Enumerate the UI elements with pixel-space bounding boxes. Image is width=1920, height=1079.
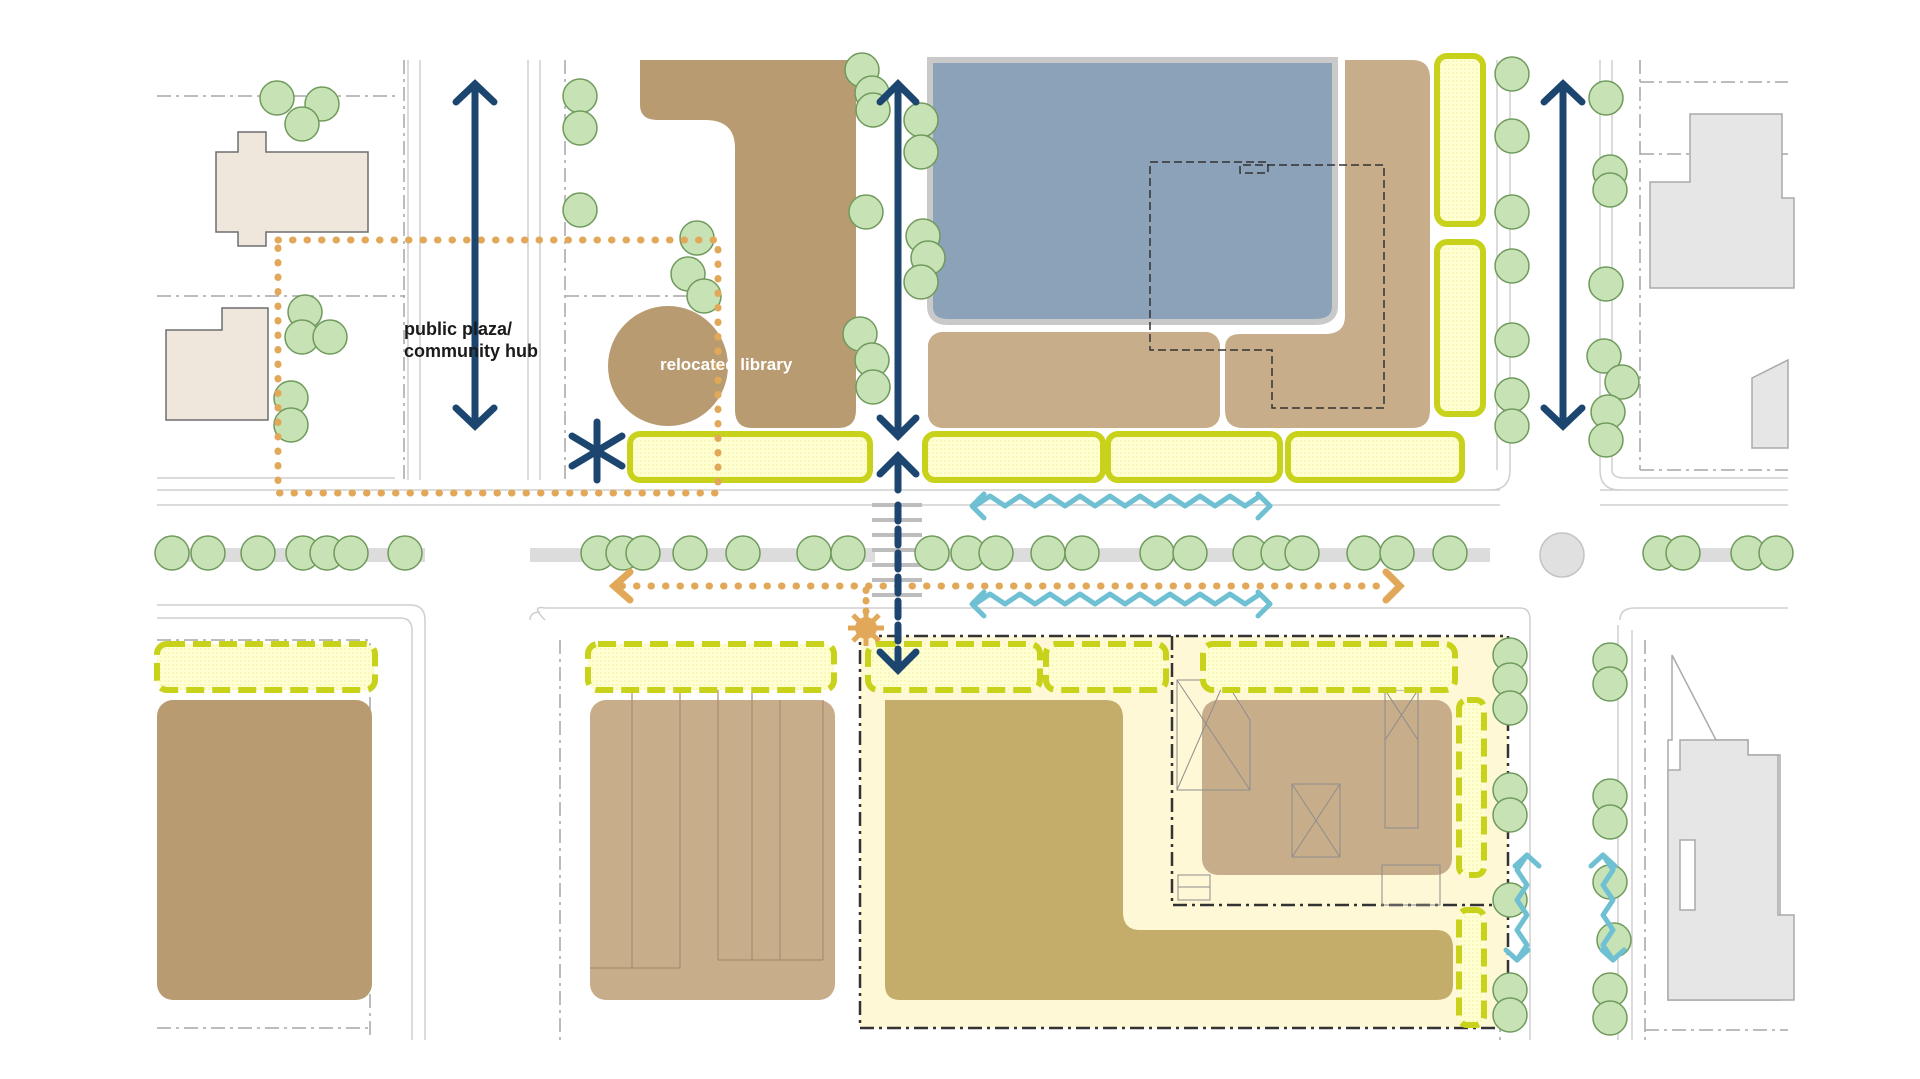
public-plaza-boundary xyxy=(274,236,722,497)
public-plaza-label: public plaza/ community hub xyxy=(404,318,584,362)
south-site xyxy=(858,634,1510,1030)
public-plaza-label-line1: public plaza/ xyxy=(404,319,513,339)
street-lines xyxy=(157,60,1788,1040)
relocated-library-label: relocated library xyxy=(660,355,793,374)
public-plaza-label-line2: community hub xyxy=(404,341,538,361)
asterisk-icon xyxy=(568,418,626,484)
proposed-buildings-south xyxy=(157,667,835,1000)
vehicle-connections xyxy=(452,79,1586,675)
proposed-buildings-north xyxy=(608,57,1430,428)
existing-gray-buildings xyxy=(1649,113,1795,1001)
active-frontages xyxy=(154,53,1487,1028)
existing-houses xyxy=(165,131,369,421)
starburst-icon xyxy=(848,610,884,646)
pedestrian-promenade xyxy=(608,568,1405,626)
bike-connections xyxy=(969,491,1627,963)
